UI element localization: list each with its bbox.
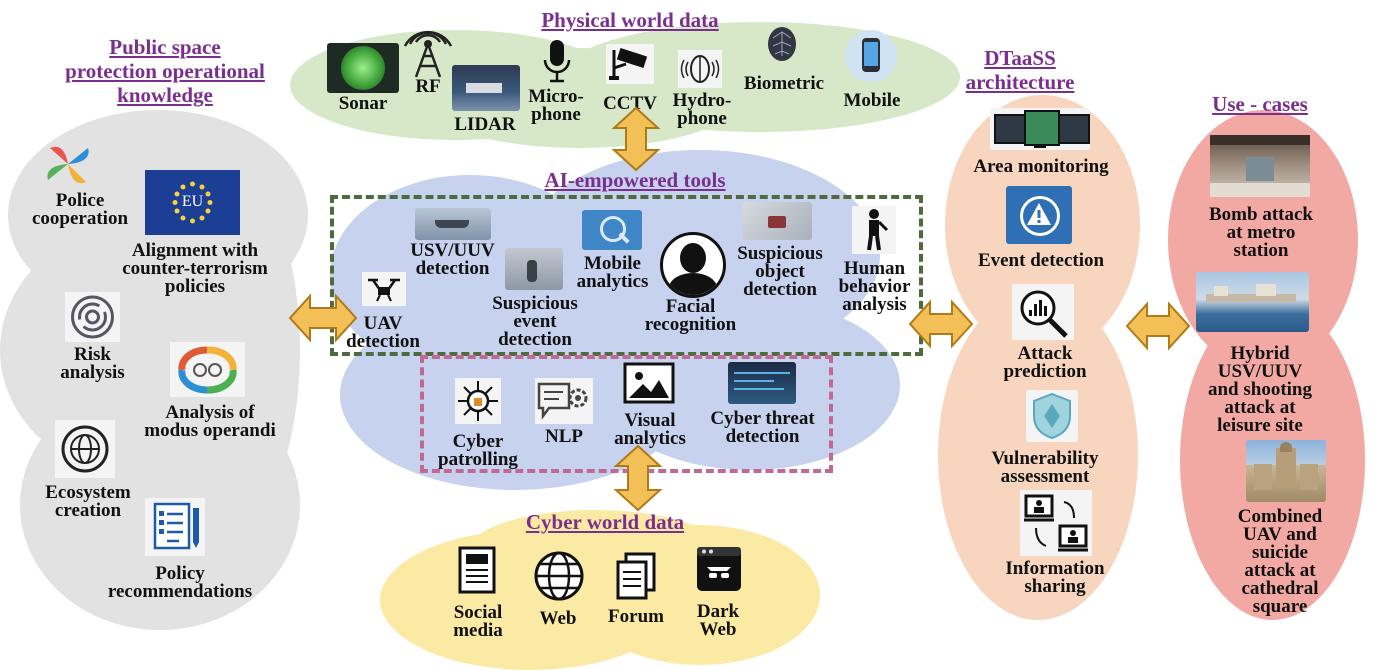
visual-analytics-image-icon <box>623 362 675 404</box>
cctv-label: CCTV <box>603 93 657 114</box>
eu-flag-icon: EU <box>145 170 240 235</box>
policy-document-icon <box>145 498 205 556</box>
rf-label: RF <box>415 76 441 97</box>
cyber-patrolling-icon <box>455 378 501 424</box>
uav-label: UAV detection <box>346 313 420 352</box>
facial-recognition-label: Facial recognition <box>644 296 737 335</box>
biometric-icon <box>768 27 796 61</box>
sonar-icon <box>327 43 399 93</box>
dark-web-label: Dark Web <box>696 601 740 640</box>
hybrid-attack-label: Hybrid USV/UUV and shooting attack at le… <box>1207 343 1313 436</box>
nlp-chat-gear-icon <box>535 378 593 424</box>
facial-recognition-icon <box>660 232 726 298</box>
vulnerability-shield-icon <box>1026 390 1078 442</box>
modus-operandi-label: Analysis of modus operandi <box>144 402 276 441</box>
microphone-label: Micro- phone <box>528 86 584 125</box>
ecosystem-icon <box>55 420 115 478</box>
attack-prediction-magnifier-icon <box>1012 284 1074 340</box>
physical-world-title: Physical world data <box>541 8 719 32</box>
lidar-label: LIDAR <box>454 114 516 135</box>
cathedral-square-photo-icon <box>1246 440 1326 502</box>
sonar-label: Sonar <box>338 93 388 114</box>
policy-label: Policy recommendations <box>107 563 253 602</box>
police-cooperation-label: Police cooperation <box>31 190 129 229</box>
eu-badge-text: EU <box>181 193 204 210</box>
ai-tools-box <box>330 195 923 356</box>
cyber-patrolling-label: Cyber patrolling <box>438 431 518 470</box>
hydrophone-label: Hydro- phone <box>672 90 732 129</box>
vulnerability-label: Vulnerability assessment <box>991 448 1099 487</box>
alignment-label: Alignment with counter-terrorism policie… <box>122 240 268 297</box>
usv-boat-icon <box>415 208 491 240</box>
web-globe-icon <box>534 551 584 601</box>
mobile-analytics-icon <box>582 210 642 250</box>
public-space-title: Public space protection operational know… <box>65 35 265 107</box>
bomb-attack-label: Bomb attack at metro station <box>1209 204 1313 261</box>
human-behavior-icon <box>852 206 896 254</box>
horizontal-arrow-middle-icon <box>908 299 974 349</box>
area-monitoring-screens-icon <box>990 108 1090 150</box>
area-monitoring-label: Area monitoring <box>973 156 1109 177</box>
usecases-title: Use - cases <box>1212 92 1308 116</box>
attack-prediction-label: Attack prediction <box>1003 343 1087 382</box>
forum-label: Forum <box>608 606 664 627</box>
leisure-site-photo-icon <box>1196 272 1309 332</box>
risk-analysis-icon <box>65 292 120 342</box>
web-label: Web <box>539 608 577 629</box>
ecosystem-label: Ecosystem creation <box>45 482 131 521</box>
event-detection-icon <box>1006 186 1072 244</box>
mobile-analytics-label: Mobile analytics <box>576 253 649 292</box>
hydrophone-icon <box>678 50 722 88</box>
information-sharing-icon <box>1020 490 1092 556</box>
forum-documents-icon <box>616 552 656 600</box>
ai-tools-title: AI-empowered tools <box>544 168 726 192</box>
horizontal-arrow-right-icon <box>1125 301 1191 351</box>
horizontal-arrow-left-icon <box>288 293 358 343</box>
suspicious-object-label: Suspicious object detection <box>737 243 823 300</box>
visual-analytics-label: Visual analytics <box>614 410 686 449</box>
vertical-arrow-bottom-icon <box>613 444 663 512</box>
information-sharing-label: Information sharing <box>1005 558 1105 597</box>
cyber-tools-box <box>420 355 833 473</box>
cyber-threat-icon <box>728 362 796 404</box>
event-detection-label: Event detection <box>977 250 1105 271</box>
human-behavior-label: Human behavior analysis <box>838 258 911 315</box>
mobile-phone-icon <box>845 30 897 82</box>
social-media-label: Social media <box>453 602 503 641</box>
lidar-icon <box>452 65 520 111</box>
metro-station-photo-icon <box>1210 135 1310 197</box>
combined-attack-label: Combined UAV and suicide attack at cathe… <box>1237 506 1323 617</box>
rf-antenna-icon <box>403 30 453 78</box>
modus-operandi-icon <box>170 342 245 397</box>
vertical-arrow-top-icon <box>611 106 661 172</box>
suspicious-event-icon <box>505 248 563 290</box>
uav-drone-icon <box>362 272 406 306</box>
usv-label: USV/UUV detection <box>410 240 495 279</box>
mobile-label: Mobile <box>843 90 901 111</box>
risk-analysis-label: Risk analysis <box>60 344 125 383</box>
cyber-world-title: Cyber world data <box>525 510 685 534</box>
dtaass-title: DTaaSS architecture <box>965 46 1075 94</box>
biometric-label: Biometric <box>743 73 825 94</box>
cctv-camera-icon <box>606 44 654 84</box>
suspicious-object-icon <box>742 202 812 240</box>
police-cooperation-icon <box>47 146 89 184</box>
nlp-label: NLP <box>545 426 583 447</box>
microphone-icon <box>543 40 571 83</box>
social-media-newspaper-icon <box>458 546 496 594</box>
dark-web-icon <box>697 547 741 591</box>
suspicious-event-label: Suspicious event detection <box>492 293 578 350</box>
cyber-threat-label: Cyber threat detection <box>710 408 815 447</box>
